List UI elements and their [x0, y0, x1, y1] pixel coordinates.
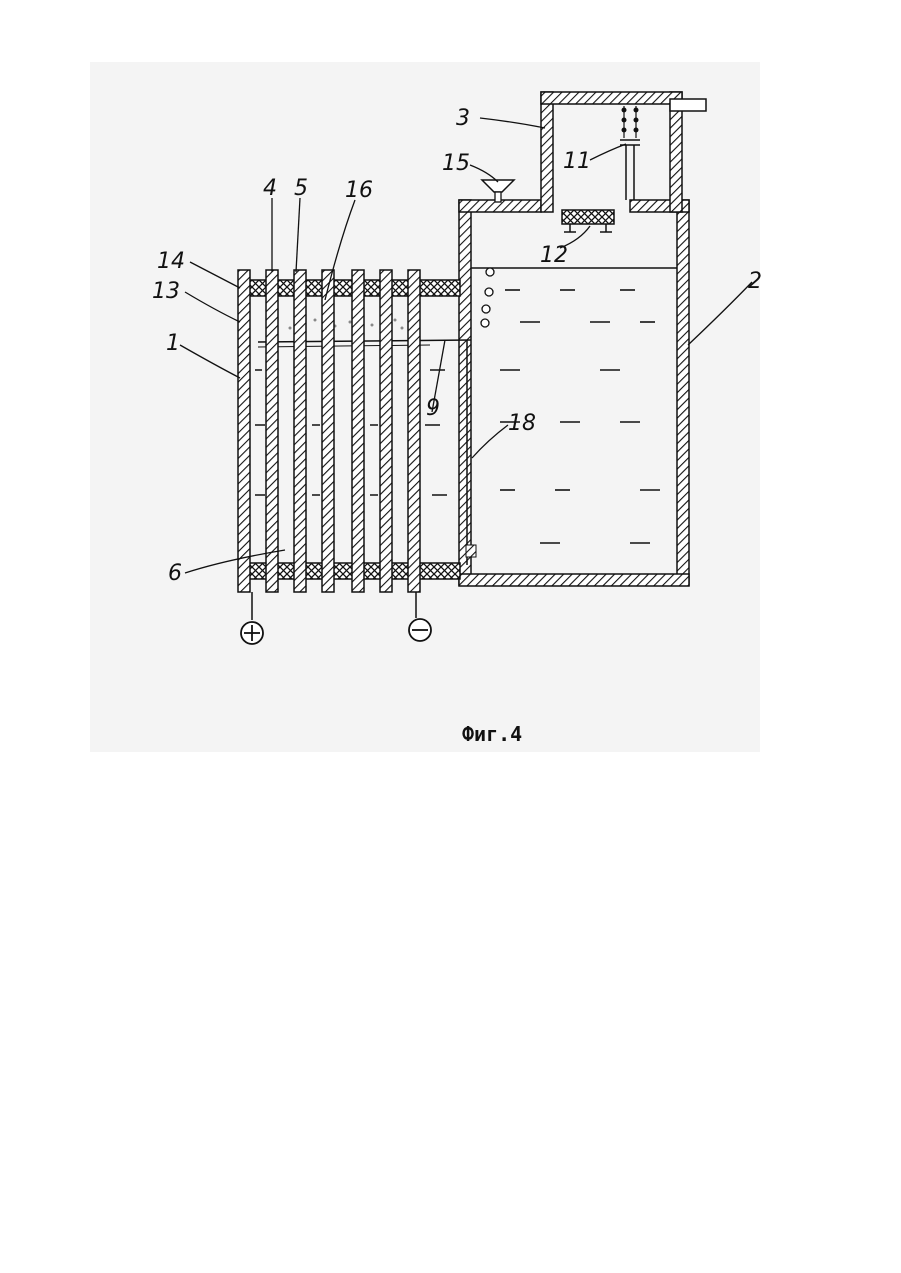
label-6: 6	[168, 561, 182, 586]
tank-2	[459, 200, 689, 586]
label-5: 5	[294, 176, 308, 201]
terminal-positive	[241, 622, 263, 644]
label-3: 3	[456, 106, 470, 131]
gas-bubbles	[481, 268, 494, 327]
label-2: 2	[748, 269, 762, 294]
label-9: 9	[426, 396, 440, 421]
electrolyzer-stack	[238, 270, 471, 620]
label-4: 4	[263, 176, 277, 201]
label-12: 12	[540, 243, 568, 268]
label-16: 16	[345, 178, 373, 203]
label-1: 1	[166, 331, 180, 356]
figure-caption: Фиг.4	[462, 722, 522, 746]
spring-11	[620, 106, 640, 200]
label-11: 11	[563, 149, 591, 174]
label-15: 15	[442, 151, 470, 176]
funnel-15	[482, 180, 514, 202]
label-13: 13	[152, 279, 180, 304]
terminal-negative	[409, 619, 431, 641]
label-14: 14	[157, 249, 185, 274]
liquid-tank	[471, 268, 677, 543]
plates	[238, 270, 420, 592]
label-18: 18	[508, 411, 536, 436]
